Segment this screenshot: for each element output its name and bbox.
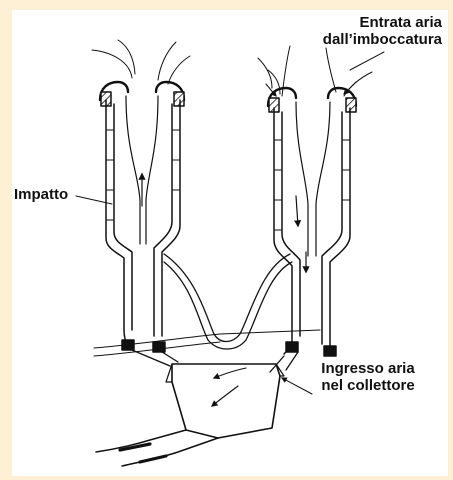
inlet-label-line2: dall’imboccatura: [322, 31, 442, 48]
left-intake-trumpet: [92, 40, 190, 352]
collector-label: Ingresso aria nel collettore: [306, 360, 430, 394]
inlet-label-line1: Entrata aria: [322, 14, 442, 31]
balance-tube: [164, 254, 292, 349]
impact-label: Impatto: [14, 186, 68, 203]
right-intake-trumpet: [258, 46, 372, 356]
inlet-label: Entrata aria dall’imboccatura: [322, 14, 442, 48]
collector-plenum: [96, 350, 298, 466]
inlet-leader: [350, 52, 384, 70]
collector-label-line2: nel collettore: [306, 377, 430, 394]
collector-label-line1: Ingresso aria: [306, 360, 430, 377]
